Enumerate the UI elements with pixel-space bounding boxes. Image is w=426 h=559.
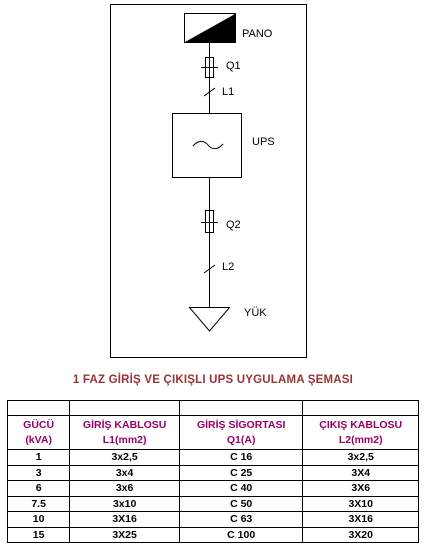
table-row: 15 3X25 C 100 3X20 (6, 526, 419, 543)
cell-power: 15 (6, 526, 71, 543)
panel-label: PANO (242, 28, 273, 40)
q1-label: Q1 (226, 60, 241, 72)
cell-input-cable: 3X16 (69, 511, 180, 528)
ups-label: UPS (252, 136, 275, 148)
cable-l1-tick (203, 87, 216, 97)
cable-l2-tick (203, 264, 216, 274)
cell-output-cable: 3x2,5 (302, 449, 419, 466)
cell-output-cable: 3X10 (302, 495, 419, 512)
table-row: 6 3x6 C 40 3X6 (6, 480, 419, 497)
load-label: YÜK (244, 307, 267, 319)
cell-input-fuse: C 40 (178, 480, 304, 497)
cell-output-cable: 3X4 (302, 464, 419, 481)
cell-input-fuse: C 63 (178, 511, 304, 528)
cell-input-cable: 3x4 (69, 464, 180, 481)
cell-power: 6 (6, 480, 71, 497)
cell-input-cable: 3x6 (69, 480, 180, 497)
cell-output-cable: 3X20 (302, 526, 419, 543)
load-symbol (188, 307, 231, 332)
cell-input-fuse: C 50 (178, 495, 304, 512)
table-row: 7.5 3x10 C 50 3X10 (6, 495, 419, 512)
cell-power: 3 (6, 464, 71, 481)
cell-input-fuse: C 16 (178, 449, 304, 466)
header-power: GÜCÜ(kVA) (6, 415, 71, 450)
cell-output-cable: 3X6 (302, 480, 419, 497)
panel-symbol (184, 13, 236, 43)
cell-power: 10 (6, 511, 71, 528)
ups-single-line-diagram: PANO Q1 L1 UPS Q2 L2 YÜK (110, 4, 307, 358)
q2-label: Q2 (226, 219, 241, 231)
cell-output-cable: 3X16 (302, 511, 419, 528)
l2-label: L2 (222, 261, 234, 273)
table-row: 1 3x2,5 C 16 3x2,5 (6, 449, 419, 466)
table-top-row (6, 400, 419, 416)
fuse-q1-symbol (201, 57, 218, 78)
cell-power: 7.5 (6, 495, 71, 512)
ups-symbol (172, 113, 242, 178)
cell-input-fuse: C 100 (178, 526, 304, 543)
fuse-q2-symbol (201, 210, 218, 233)
diagram-frame (110, 4, 307, 358)
cell-input-cable: 3x2,5 (69, 449, 180, 466)
l1-label: L1 (222, 86, 234, 98)
cell-input-cable: 3X25 (69, 526, 180, 543)
table-row: 10 3X16 C 63 3X16 (6, 511, 419, 528)
cell-input-cable: 3x10 (69, 495, 180, 512)
cell-input-fuse: C 25 (178, 464, 304, 481)
table-row: 3 3x4 C 25 3X4 (6, 464, 419, 481)
schema-title: 1 FAZ GİRİŞ VE ÇIKIŞLI UPS UYGULAMA ŞEMA… (72, 374, 354, 386)
cell-power: 1 (6, 449, 71, 466)
